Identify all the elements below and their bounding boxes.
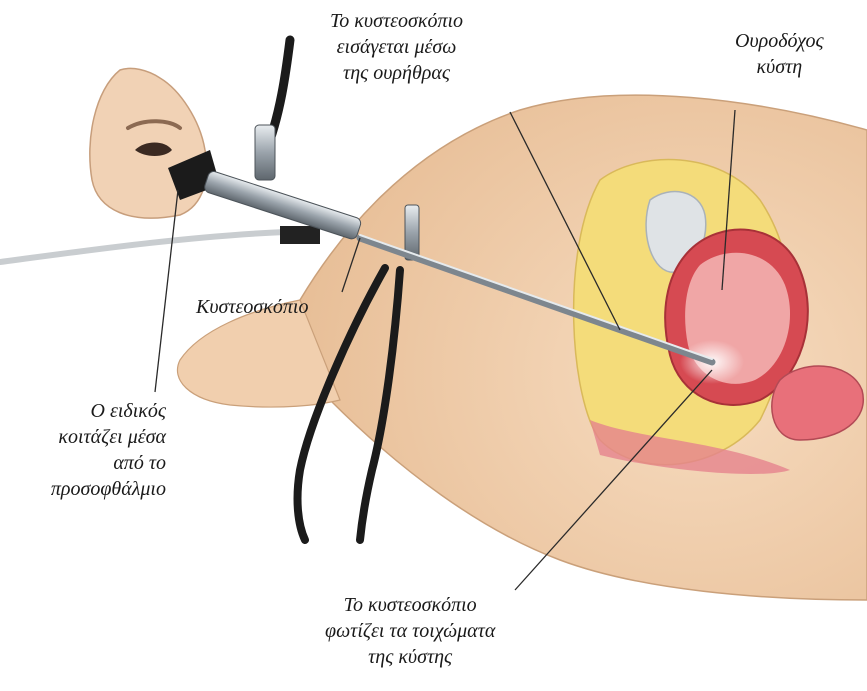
label-insertion-line-3: της ουρήθρας [330, 60, 463, 86]
label-bladder-line-1: Ουροδόχος [735, 28, 824, 54]
leader-specialist [155, 190, 178, 392]
label-specialist: Ο ειδικός κοιτάζει μέσα από το προσοφθάλ… [34, 398, 166, 502]
fibre-cable [0, 232, 285, 262]
label-cystoscope-text: Κυστεοσκόπιο [196, 294, 308, 320]
label-specialist-line-3: από το [34, 450, 166, 476]
label-illumination: Το κυστεοσκόπιο φωτίζει τα τοιχώματα της… [325, 592, 495, 670]
label-illumination-line-2: φωτίζει τα τοιχώματα [325, 618, 495, 644]
label-bladder-line-2: κύστη [735, 54, 824, 80]
label-bladder: Ουροδόχος κύστη [735, 28, 824, 80]
label-specialist-line-4: προσοφθάλμιο [34, 476, 166, 502]
label-specialist-line-1: Ο ειδικός [34, 398, 166, 424]
scope-valve [255, 125, 275, 180]
label-insertion: Το κυστεοσκόπιο εισάγεται μέσω της ουρήθ… [330, 8, 463, 86]
fibre-connector [280, 226, 320, 244]
label-insertion-line-2: εισάγεται μέσω [330, 34, 463, 60]
label-specialist-line-2: κοιτάζει μέσα [34, 424, 166, 450]
label-illumination-line-3: της κύστης [325, 644, 495, 670]
label-insertion-line-1: Το κυστεοσκόπιο [330, 8, 463, 34]
label-illumination-line-1: Το κυστεοσκόπιο [325, 592, 495, 618]
label-cystoscope: Κυστεοσκόπιο [196, 294, 308, 320]
